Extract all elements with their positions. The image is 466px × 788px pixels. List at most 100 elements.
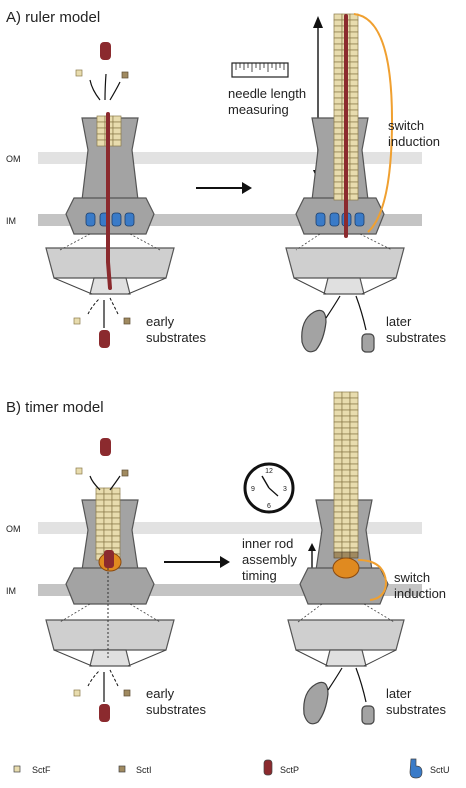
sctf-subunit [341,421,351,429]
legend-sctf-swatch [13,765,21,773]
clock-icon: 12 3 6 9 [243,462,295,514]
sctf-subunit [103,499,113,507]
sctf-subunit [349,499,359,507]
sctf-subunit [333,73,343,81]
clock-numeral-12: 12 [265,468,273,475]
sctf-subunit [341,409,351,417]
sctf-subunit [333,37,343,45]
apparatus-a-left [45,42,175,348]
sctf-subunit [349,391,359,399]
sctf-subunit [349,523,359,531]
legend-sctu-label: SctU [430,765,450,775]
sctf-subunit [349,133,359,141]
sctf-subunit [333,163,343,171]
legend-sctu-swatch [409,758,423,779]
sctf-subunit [341,511,351,519]
sctf-subunit [333,451,343,459]
sctf-subunit [333,157,343,165]
sctf-subunit [349,433,359,441]
sctf-subunit [349,73,359,81]
sctf-subunit [333,151,343,159]
legend-scti-label: SctI [136,765,152,775]
apparatus-b-left [45,438,175,722]
sctf-subunit [349,91,359,99]
exported-sctf-a [75,69,83,77]
sctf-subunit [333,523,343,531]
exported-sctp-a [100,42,111,60]
switch-induction-line2-a: induction [388,134,440,149]
sctf-subunit [95,505,105,513]
switch-induction-line2-b: induction [394,586,446,601]
sctf-subunit [95,487,105,495]
legend-scti-swatch [118,765,126,773]
sctf-subunit [333,133,343,141]
long-needle-b [333,391,359,555]
sctf-subunit [333,535,343,543]
sctf-subunit [349,181,359,189]
sctf-subunit [333,487,343,495]
sctf-subunit [333,109,343,117]
sctf-subunit [333,475,343,483]
sctf-subunit [333,391,343,399]
sctf-subunit [111,529,121,537]
later-substrates-line2-b: substrates [386,702,446,717]
sctf-subunit [349,55,359,63]
sctf-subunit [95,529,105,537]
sctf-subunit [349,469,359,477]
sctf-subunit [349,493,359,501]
sctf-subunit [349,541,359,549]
sctp-b-left [104,550,114,568]
sctf-subunit [95,547,105,555]
sctf-subunit [349,157,359,165]
sctf-subunit [349,397,359,405]
clock-numeral-6: 6 [267,503,271,510]
sctf-subunit [349,487,359,495]
panel-b: B) timer model OM IM [6,391,446,725]
inner-rod-line3: timing [242,568,277,583]
sctf-subunit [341,535,351,543]
sctf-subunit [103,493,113,501]
sctf-subunit [341,499,351,507]
sctf-subunit [333,463,343,471]
sctf-subunit [349,535,359,543]
sctf-subunit [95,541,105,549]
sctf-subunit [349,145,359,153]
early-substrates-line2-b: substrates [146,702,206,717]
sctf-subunit [95,517,105,525]
sctf-subunit [349,457,359,465]
sctf-subunit [333,67,343,75]
sctf-subunit [333,55,343,63]
sctf-subunit [103,535,113,543]
sctf-subunit [349,529,359,537]
sctf-subunit [333,505,343,513]
sctf-subunit [349,67,359,75]
sctf-subunit [349,409,359,417]
sctf-subunit [333,511,343,519]
sctf-subunit [333,169,343,177]
sctf-subunit [341,541,351,549]
sctf-subunit [333,127,343,135]
sctf-subunit [349,169,359,177]
apparatus-a-right [285,13,405,353]
sctf-subunit [333,445,343,453]
sctf-subunit [349,193,359,201]
sctf-subunit [341,481,351,489]
sctf-subunit [349,415,359,423]
sctf-subunit [341,457,351,465]
sctf-subunit [349,427,359,435]
legend-sctp-label: SctP [280,765,299,775]
sctf-subunit [349,463,359,471]
sctf-subunit [333,91,343,99]
sctf-subunit [349,85,359,93]
ruler-icon [231,62,289,78]
sctf-subunit [341,391,351,399]
sctf-subunit [333,181,343,189]
sctf-subunit [333,121,343,129]
legend-sctf-label: SctF [32,765,51,775]
sctf-subunit [333,139,343,147]
sctf-subunit [349,475,359,483]
sctf-subunit [333,103,343,111]
sctf-subunit [349,43,359,51]
inner-rod-timer-b-right [332,557,360,579]
sctf-subunit [333,397,343,405]
